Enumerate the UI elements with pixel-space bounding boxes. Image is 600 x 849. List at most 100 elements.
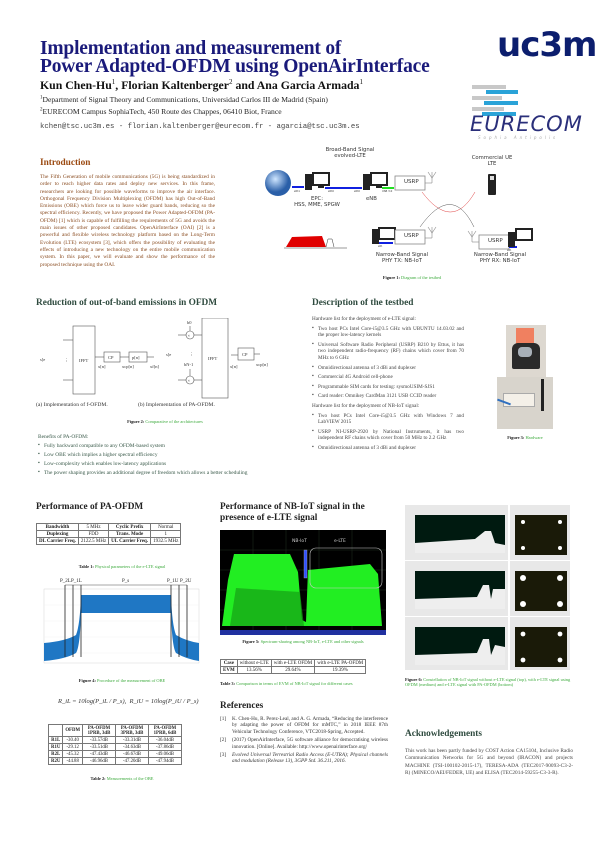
intro-heading: Introduction bbox=[40, 158, 91, 168]
figure-6-caption: Figure 6: Constellation of NB-IoT signal… bbox=[405, 677, 571, 687]
svg-text:xf[n]: xf[n] bbox=[150, 364, 159, 369]
affiliation-2: 2EURECOM Campus SophiaTech, 450 Route de… bbox=[40, 107, 282, 116]
hardware-item: Card reader: Omnikey CardMan 3121 USB CC… bbox=[312, 393, 464, 400]
figure-2a-caption: (a) Implementation of f-OFDM. bbox=[36, 402, 108, 408]
testbed-heading: Description of the testbed bbox=[312, 298, 414, 308]
reference-item: [1]K. Chen-Hu, R. Perez-Leal, and A. G. … bbox=[220, 716, 388, 735]
emails: kchen@tsc.uc3m.es - florian.kaltenberger… bbox=[40, 123, 360, 131]
svg-text:xcp[n]: xcp[n] bbox=[122, 364, 134, 369]
svg-text:IFFT: IFFT bbox=[79, 358, 89, 363]
authors: Kun Chen-Hu1, Florian Kaltenberger2 and … bbox=[40, 78, 363, 92]
table-2-caption: Table 2: Measurements of the OBE bbox=[90, 776, 154, 781]
eurecom-logo: EURECOM bbox=[470, 112, 583, 136]
svg-text:xcp[n]: xcp[n] bbox=[256, 362, 268, 367]
elte-label: e-LTE bbox=[334, 539, 346, 544]
benefit-item: The power shaping provides an additional… bbox=[38, 470, 303, 476]
figure-5-caption: Figure 5: Spectrum-sharing among NB-IoT,… bbox=[242, 639, 364, 644]
svg-text:bN-1: bN-1 bbox=[184, 362, 193, 367]
svg-text:⋮: ⋮ bbox=[64, 358, 69, 363]
references-heading: References bbox=[220, 701, 264, 711]
svg-text:P_1U: P_1U bbox=[167, 579, 179, 584]
oob-heading: Reduction of out-of-band emissions in OF… bbox=[36, 298, 218, 308]
pa-perf-section: Performance of PA-OFDM bbox=[36, 502, 143, 512]
svg-text:b0: b0 bbox=[187, 320, 192, 325]
usrp-photo bbox=[497, 377, 553, 429]
benefit-item: Fully backward compatible to any OFDM-ba… bbox=[38, 443, 303, 449]
hardware-item: Two host PCs Intel Core-i5@3.5 GHz with … bbox=[312, 413, 464, 426]
references-section: References bbox=[220, 701, 263, 711]
figure-2b-caption: (b) Implementation of PA-OFDM. bbox=[138, 402, 215, 408]
nbiot-perf-heading: Performance of NB-IoT signal in the pres… bbox=[220, 502, 365, 523]
svg-text:×: × bbox=[188, 333, 191, 338]
hardware-item: Omnidirectional antenna of 3 dBi and dup… bbox=[312, 445, 464, 452]
testbed-section: Description of the testbed bbox=[312, 298, 413, 308]
eurecom-logo-bars bbox=[472, 85, 518, 116]
references-list: [1]K. Chen-Hu, R. Perez-Leal, and A. G. … bbox=[220, 716, 388, 765]
hardware-item: Omnidirectional antenna of 3 dBi and dup… bbox=[312, 365, 464, 372]
figure-5-spectrum: NB-IoT e-LTE bbox=[220, 530, 386, 635]
hardware-item: Programmable SIM cards for testing: sysm… bbox=[312, 384, 464, 391]
nbiot-perf-section: Performance of NB-IoT signal in the pres… bbox=[220, 502, 392, 524]
hardware-item: Universal Software Radio Peripheral (USR… bbox=[312, 342, 464, 362]
figure-4-caption: Figure 4: Procedure of the measurement o… bbox=[78, 678, 166, 683]
table-row: R2U-44.88-46.96dB-47.20dB-47.94dB bbox=[47, 757, 182, 765]
reference-item: [2](2017) OpenAirInterface, 5G software … bbox=[220, 737, 388, 750]
hardware-item: Two host PCs Intel Core-i5@3.5 GHz with … bbox=[312, 326, 464, 339]
intro-section: Introduction bbox=[40, 158, 90, 168]
figure-3-caption: Figure 3: Hardware bbox=[507, 435, 543, 440]
figure-1-caption: Figure 1: Diagram of the testbed bbox=[382, 275, 442, 280]
svg-text:IFFT: IFFT bbox=[208, 356, 218, 361]
eurecom-subtitle: Sophia Antipolis bbox=[478, 135, 559, 140]
table-row: R2L-45.32-47.43dB-46.67dB-49.06dB bbox=[47, 750, 182, 758]
svg-text:x[n]: x[n] bbox=[98, 364, 106, 369]
card-reader-photo bbox=[506, 325, 546, 377]
svg-text:×: × bbox=[188, 378, 191, 383]
testbed-diagram-graphic bbox=[265, 170, 533, 250]
svg-text:s[e: s[e bbox=[166, 352, 171, 357]
svg-text:p[n]: p[n] bbox=[132, 355, 140, 360]
figure-2-caption: Figure 2: Comparative of the architectur… bbox=[127, 419, 203, 424]
svg-text:P_2U: P_2U bbox=[180, 579, 192, 584]
svg-text:x[n]: x[n] bbox=[230, 364, 238, 369]
oob-section: Reduction of out-of-band emissions in OF… bbox=[36, 298, 217, 308]
obe-formulas: R_iL = 10log(P_iL / P_s), R_iU = 10log(P… bbox=[58, 698, 199, 705]
uc3m-logo: uc3m bbox=[497, 25, 597, 65]
svg-text:⋮: ⋮ bbox=[189, 352, 194, 357]
ack-section: Acknowledgements bbox=[405, 729, 482, 739]
testbed-lists: Hardware list for the deployment of e-LT… bbox=[312, 316, 464, 455]
table-1-caption: Table 1: Physical parameters of the e-LT… bbox=[78, 564, 166, 569]
hardware-item: USRP NI-USRP-2920 by National Instrument… bbox=[312, 429, 464, 442]
table-row: R1U-29.12-33.51dB-34.63dB-37.86dB bbox=[47, 743, 182, 751]
table-3-caption: Table 3: Comparison in terms of EVM of N… bbox=[220, 681, 353, 686]
svg-text:P_s: P_s bbox=[122, 579, 129, 584]
svg-text:P_2L: P_2L bbox=[60, 579, 71, 584]
benefits-block: Benefits of PA-OFDM: Fully backward comp… bbox=[38, 434, 303, 479]
nbiot-label: NB-IoT bbox=[292, 539, 307, 544]
ack-heading: Acknowledgements bbox=[405, 729, 482, 739]
intro-body: The Fifth Generation of mobile communica… bbox=[40, 174, 215, 268]
pa-perf-heading: Performance of PA-OFDM bbox=[36, 502, 144, 512]
affiliation-1: 1Department of Signal Theory and Communi… bbox=[40, 95, 328, 104]
ack-body: This work has been partly funded by COST… bbox=[405, 748, 573, 776]
svg-text:P_1L: P_1L bbox=[71, 579, 82, 584]
svg-text:s[e: s[e bbox=[40, 357, 45, 362]
figure-6-constellations bbox=[405, 505, 575, 670]
svg-text:CP: CP bbox=[108, 355, 114, 360]
benefit-item: Low-complexity which enables low-latency… bbox=[38, 461, 303, 467]
hardware-item: Commercial 4G Android cell-phone bbox=[312, 374, 464, 381]
reference-item: [3]Evolved Universal Terrestrial Radio A… bbox=[220, 752, 388, 765]
table-row: R1L-30.40-33.57dB-33.31dB-36.04dB bbox=[47, 736, 182, 744]
poster-title: Implementation and measurement of Power … bbox=[40, 38, 430, 77]
